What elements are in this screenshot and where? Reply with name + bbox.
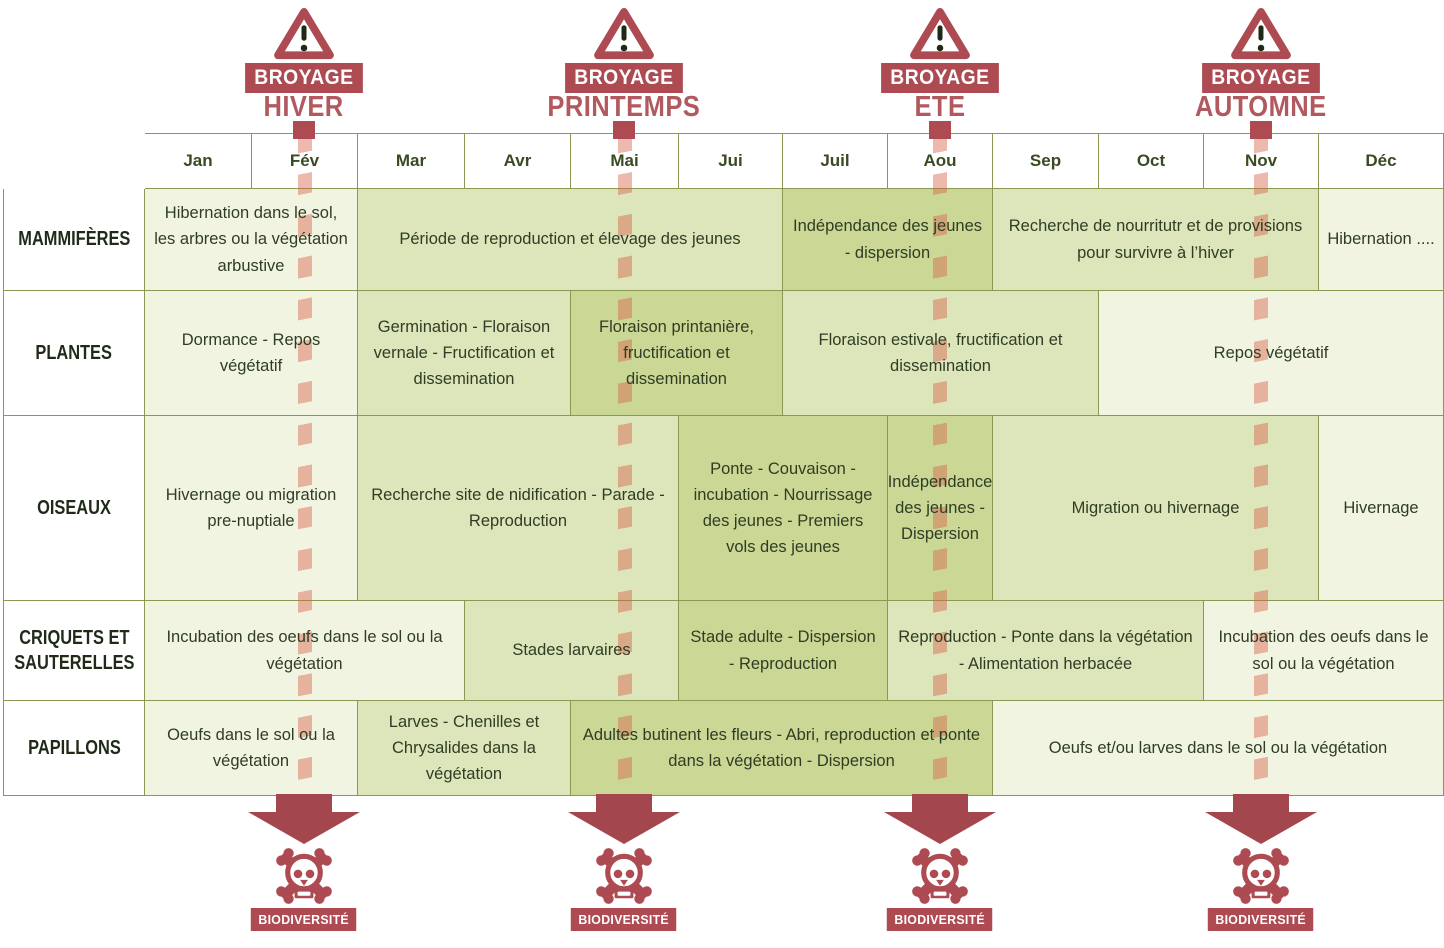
month-header: Aou <box>888 134 992 188</box>
month-header: Fév <box>252 134 357 188</box>
month-header: Juil <box>783 134 887 188</box>
table-cell: Oeufs et/ou larves dans le sol ou la vég… <box>993 701 1443 795</box>
warning-triangle-icon <box>1231 7 1291 60</box>
table-cell: Incubation des oeufs dans le sol ou la v… <box>145 601 464 700</box>
row-label-papillons: PAPILLONS <box>4 701 144 795</box>
skull-crossbones-icon <box>596 848 652 904</box>
month-header: Mar <box>358 134 464 188</box>
table-cell: Germination - Floraison vernale - Fructi… <box>358 291 570 415</box>
impact-group-printemps: BIODIVERSITÉ <box>544 794 704 931</box>
skull-crossbones-icon <box>912 848 968 904</box>
row-label-oiseaux: OISEAUX <box>4 416 144 600</box>
warning-triangle-icon <box>910 7 970 60</box>
impact-group-ete: BIODIVERSITÉ <box>860 794 1020 931</box>
table-cell: Ponte - Couvaison - incubation - Nourris… <box>679 416 887 600</box>
season-name: ETE <box>914 91 966 123</box>
table-cell: Hivernage ou migration pre-nuptiale <box>145 416 357 600</box>
corner-patch <box>3 133 145 189</box>
table-cell: Indépendance des jeunes - Dispersion <box>888 416 992 600</box>
season-name: HIVER <box>263 91 345 123</box>
table-cell: Recherche de nourritutr et de provisions… <box>993 189 1318 290</box>
warning-triangle-icon <box>274 7 334 60</box>
season-group-hiver: BROYAGE HIVER <box>194 7 414 139</box>
arrow-stem <box>929 121 951 139</box>
table-cell: Oeufs dans le sol ou la végétation <box>145 701 357 795</box>
broyage-badge: BROYAGE <box>565 63 683 93</box>
broyage-badge: BROYAGE <box>245 63 363 93</box>
row-label-criquets: CRIQUETS ET SAUTERELLES <box>4 601 144 700</box>
row-label-mammiferes: MAMMIFÈRES <box>4 189 144 290</box>
month-header: Avr <box>465 134 570 188</box>
table-cell: Stade adulte - Dispersion - Reproduction <box>679 601 887 700</box>
season-group-ete: BROYAGE ETE <box>830 7 1050 139</box>
month-header: Mai <box>571 134 678 188</box>
arrow-stem <box>1250 121 1272 139</box>
month-header: Nov <box>1204 134 1318 188</box>
month-header: Sep <box>993 134 1098 188</box>
table-cell: Reproduction - Ponte dans la végétation … <box>888 601 1203 700</box>
table-cell: Floraison printanière, fructification et… <box>571 291 782 415</box>
skull-crossbones-icon <box>1233 848 1289 904</box>
season-group-automne: BROYAGE AUTOMNE <box>1151 7 1371 139</box>
arrow-stem <box>293 121 315 139</box>
biodiversity-badge: BIODIVERSITÉ <box>887 908 993 931</box>
calendar-table: Jan Fév Mar Avr Mai Jui Juil Aou Sep Oct… <box>3 133 1444 796</box>
month-header: Jui <box>679 134 782 188</box>
table-cell: Recherche site de nidification - Parade … <box>358 416 678 600</box>
table-cell: Repos végétatif <box>1099 291 1443 415</box>
biodiversity-badge: BIODIVERSITÉ <box>1208 908 1314 931</box>
table-cell: Floraison estivale, fructification et di… <box>783 291 1098 415</box>
table-cell: Hibernation dans le sol, les arbres ou l… <box>145 189 357 290</box>
warning-triangle-icon <box>594 7 654 60</box>
broyage-badge: BROYAGE <box>1202 63 1320 93</box>
skull-crossbones-icon <box>276 848 332 904</box>
arrow-down-icon <box>248 794 360 844</box>
biodiversity-badge: BIODIVERSITÉ <box>251 908 357 931</box>
season-name: PRINTEMPS <box>547 91 701 123</box>
impact-group-hiver: BIODIVERSITÉ <box>224 794 384 931</box>
month-header: Jan <box>145 134 251 188</box>
arrow-stem <box>613 121 635 139</box>
table-cell: Indépendance des jeunes - dispersion <box>783 189 992 290</box>
table-cell: Période de reproduction et élevage des j… <box>358 189 782 290</box>
table-cell: Adultes butinent les fleurs - Abri, repr… <box>571 701 992 795</box>
month-header: Oct <box>1099 134 1203 188</box>
impact-group-automne: BIODIVERSITÉ <box>1181 794 1341 931</box>
arrow-down-icon <box>568 794 680 844</box>
row-label-plantes: PLANTES <box>4 291 144 415</box>
table-cell: Stades larvaires <box>465 601 678 700</box>
table-cell: Larves - Chenilles et Chrysalides dans l… <box>358 701 570 795</box>
table-cell: Incubation des oeufs dans le sol ou la v… <box>1204 601 1443 700</box>
season-name: AUTOMNE <box>1195 91 1327 123</box>
arrow-down-icon <box>884 794 996 844</box>
month-header: Déc <box>1319 134 1443 188</box>
broyage-badge: BROYAGE <box>881 63 999 93</box>
table-cell: Dormance - Repos végétatif <box>145 291 357 415</box>
table-cell: Hivernage <box>1319 416 1443 600</box>
season-group-printemps: BROYAGE PRINTEMPS <box>514 7 734 139</box>
table-cell: Hibernation .... <box>1319 189 1443 290</box>
table-cell: Migration ou hivernage <box>993 416 1318 600</box>
arrow-down-icon <box>1205 794 1317 844</box>
biodiversity-badge: BIODIVERSITÉ <box>571 908 677 931</box>
